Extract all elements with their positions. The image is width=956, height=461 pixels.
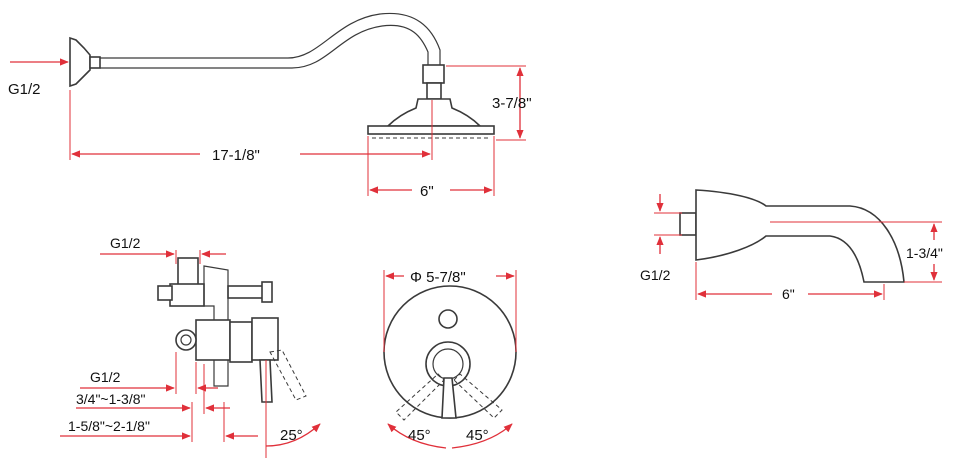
angle-label: 25° — [280, 427, 303, 444]
shower-arm-bottom — [100, 24, 429, 69]
trim-lever-left — [395, 373, 445, 421]
depth-short-label: 3/4"~1-3/8" — [76, 391, 146, 407]
tub-spout-assembly: G1/2 1-3/4" 6" — [640, 189, 943, 302]
spout-length-label: 6" — [782, 286, 795, 302]
trim-angle-right-label: 45° — [466, 427, 489, 444]
valve-body-assembly: G1/2 G1/2 3/4"~1-3/8" 1-5/8"~2-1/8" 25° — [60, 235, 321, 458]
diverter-knob — [438, 309, 458, 329]
drop-label: 3-7/8" — [492, 95, 532, 112]
angle-arc — [265, 423, 321, 447]
valve-bottom-port — [175, 329, 197, 351]
valve-frame — [203, 265, 229, 387]
trim-angle-left-label: 45° — [408, 427, 431, 444]
trim-lever-right — [453, 373, 503, 419]
valve-top-inlet-label: G1/2 — [110, 235, 141, 251]
head-connector-nut — [422, 64, 445, 84]
spout-height-label: 1-3/4" — [906, 245, 943, 261]
valve-lever-rotated — [269, 349, 307, 401]
shower-head-face — [367, 125, 495, 135]
valve-handle-hub — [251, 317, 279, 361]
valve-body-upper — [169, 283, 205, 307]
shower-arm-top — [100, 12, 441, 65]
valve-top-inlet — [177, 257, 199, 287]
trim-diameter-label: Φ 5-7/8" — [410, 269, 466, 286]
arm-collar — [89, 56, 101, 69]
trim-angle-arc-left — [387, 423, 447, 449]
depth-long-label: 1-5/8"~2-1/8" — [68, 418, 150, 434]
valve-side-outlet — [227, 285, 265, 299]
trim-lever — [441, 377, 457, 419]
trim-angle-arc-right — [451, 423, 513, 449]
valve-body-lower — [195, 319, 231, 361]
shower-head-body — [386, 98, 482, 127]
head-width-label: 6" — [420, 183, 434, 200]
shower-arm-assembly: G1/2 17-1/8" 3-7/8" 6" — [8, 12, 532, 200]
valve-bottom-port-inner — [180, 334, 192, 346]
valve-left-port — [157, 285, 173, 301]
spout-body — [695, 189, 905, 283]
spout-inlet-nipple — [679, 212, 697, 236]
trim-plate-assembly: Φ 5-7/8" 45° 45° — [383, 269, 517, 449]
spout-inlet-label: G1/2 — [640, 267, 671, 283]
valve-cartridge — [229, 321, 253, 363]
head-swivel-ball — [426, 82, 442, 100]
valve-bottom-inlet-label: G1/2 — [90, 369, 121, 385]
arm-length-label: 17-1/8" — [212, 147, 260, 164]
valve-side-cap — [261, 281, 273, 303]
arm-inlet-label: G1/2 — [8, 81, 41, 98]
wall-flange — [69, 36, 91, 88]
